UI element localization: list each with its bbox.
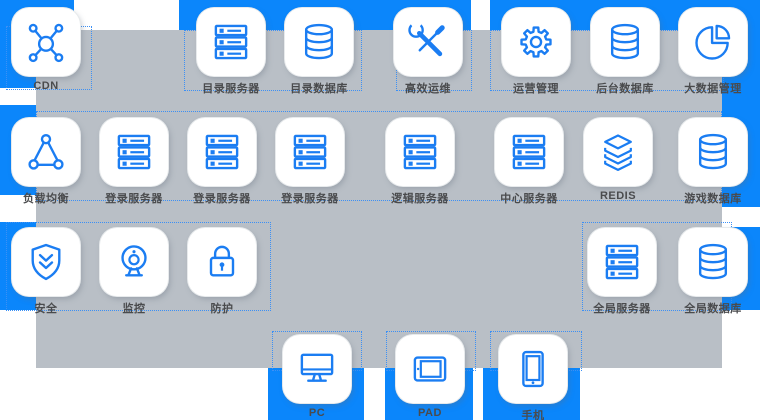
node-label: REDIS xyxy=(599,190,637,202)
lock-icon xyxy=(188,228,256,296)
node-label: 全局数据库 xyxy=(684,303,742,315)
node-label: 逻辑服务器 xyxy=(391,193,449,205)
node-label: 目录数据库 xyxy=(290,83,348,95)
hub-icon xyxy=(12,8,80,76)
node-game-database[interactable]: 游戏数据库 xyxy=(679,118,747,206)
node-label: 登录服务器 xyxy=(281,193,339,205)
node-label: 目录服务器 xyxy=(202,83,260,95)
node-load-balancer[interactable]: 负载均衡 xyxy=(12,118,80,206)
phone-icon xyxy=(499,335,567,403)
node-label: PAD xyxy=(418,407,442,419)
node-label: 中心服务器 xyxy=(500,193,558,205)
node-label: 游戏数据库 xyxy=(684,193,742,205)
node-pad[interactable]: PAD xyxy=(396,335,464,419)
node-label: 后台数据库 xyxy=(596,83,654,95)
tablet-icon xyxy=(396,335,464,403)
shield-icon xyxy=(12,228,80,296)
server-icon xyxy=(276,118,344,186)
database-icon xyxy=(679,118,747,186)
node-redis[interactable]: REDIS xyxy=(584,118,652,202)
node-global-server[interactable]: 全局服务器 xyxy=(588,228,656,316)
node-label: 登录服务器 xyxy=(105,193,163,205)
node-operations-management[interactable]: 运营管理 xyxy=(502,8,570,96)
triangle-icon xyxy=(12,118,80,186)
node-directory-database[interactable]: 目录数据库 xyxy=(285,8,353,96)
database-icon xyxy=(591,8,659,76)
node-label: 高效运维 xyxy=(405,83,451,95)
camera-icon xyxy=(100,228,168,296)
node-label: 登录服务器 xyxy=(193,193,251,205)
server-icon xyxy=(386,118,454,186)
server-icon xyxy=(588,228,656,296)
node-global-database[interactable]: 全局数据库 xyxy=(679,228,747,316)
node-cdn[interactable]: CDN xyxy=(12,8,80,92)
gray-panel xyxy=(36,30,722,368)
monitor-icon xyxy=(283,335,351,403)
node-label: 全局服务器 xyxy=(593,303,651,315)
stack-icon xyxy=(584,118,652,186)
node-efficient-ops[interactable]: 高效运维 xyxy=(394,8,462,96)
group-outline-directory xyxy=(184,30,362,91)
node-label: 大数据管理 xyxy=(684,83,742,95)
node-label: 安全 xyxy=(34,303,58,315)
node-label: 防护 xyxy=(210,303,234,315)
node-label: 手机 xyxy=(521,410,545,420)
node-monitoring[interactable]: 监控 xyxy=(100,228,168,316)
server-icon xyxy=(100,118,168,186)
node-security[interactable]: 安全 xyxy=(12,228,80,316)
node-login-server-3[interactable]: 登录服务器 xyxy=(276,118,344,206)
group-outline-security xyxy=(6,222,271,311)
node-center-server[interactable]: 中心服务器 xyxy=(495,118,563,206)
node-directory-server[interactable]: 目录服务器 xyxy=(197,8,265,96)
database-icon xyxy=(285,8,353,76)
gear-icon xyxy=(502,8,570,76)
node-label: 监控 xyxy=(122,303,146,315)
node-backend-database[interactable]: 后台数据库 xyxy=(591,8,659,96)
node-mobile[interactable]: 手机 xyxy=(499,335,567,420)
node-label: 运营管理 xyxy=(513,83,559,95)
node-bigdata-management[interactable]: 大数据管理 xyxy=(679,8,747,96)
server-icon xyxy=(495,118,563,186)
node-label: CDN xyxy=(33,80,59,92)
tools-icon xyxy=(394,8,462,76)
pie-icon xyxy=(679,8,747,76)
node-login-server-1[interactable]: 登录服务器 xyxy=(100,118,168,206)
server-icon xyxy=(188,118,256,186)
node-label: PC xyxy=(308,407,326,419)
database-icon xyxy=(679,228,747,296)
node-login-server-2[interactable]: 登录服务器 xyxy=(188,118,256,206)
node-label: 负载均衡 xyxy=(23,193,69,205)
node-logic-server[interactable]: 逻辑服务器 xyxy=(386,118,454,206)
node-pc[interactable]: PC xyxy=(283,335,351,419)
server-icon xyxy=(197,8,265,76)
node-protection[interactable]: 防护 xyxy=(188,228,256,316)
